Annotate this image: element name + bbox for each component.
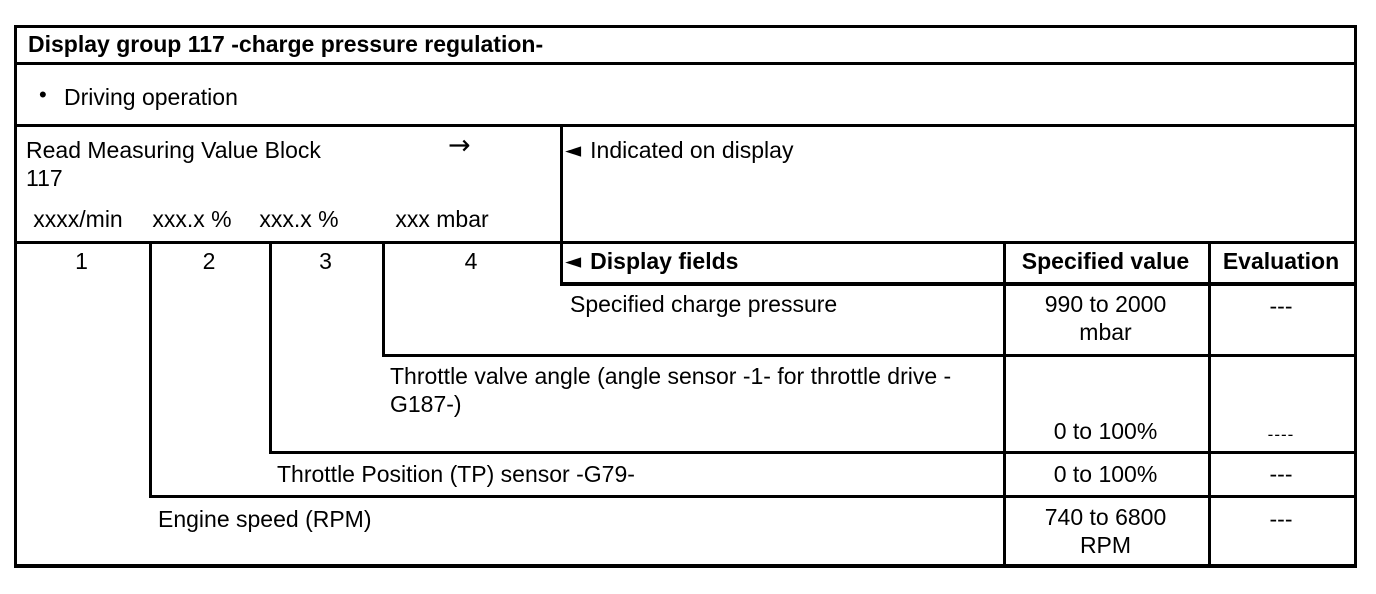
grid-line-col2 bbox=[269, 241, 272, 454]
arrow-right-icon: → bbox=[448, 130, 471, 161]
unit-format-field4: xxx mbar bbox=[395, 206, 489, 232]
indicated-on-display-label: Indicated on display bbox=[590, 137, 794, 163]
triangle-left-icon: ◄ bbox=[565, 249, 582, 273]
unit-format-field3: xxx.x % bbox=[259, 206, 339, 232]
grid-line-col3 bbox=[382, 241, 385, 357]
triangle-left-icon: ◄ bbox=[565, 138, 582, 162]
row-description: Specified charge pressure bbox=[570, 291, 838, 317]
indicated-on-display-cell: ◄ Indicated on display bbox=[565, 136, 793, 164]
row-evaluation: --- bbox=[1269, 506, 1293, 532]
row-description: Throttle Position (TP) sensor -G79- bbox=[277, 461, 635, 487]
specified-value-header: Specified value bbox=[1021, 248, 1190, 274]
evaluation-header: Evaluation bbox=[1222, 248, 1340, 274]
table-outer-border-left bbox=[14, 25, 17, 568]
grid-line bbox=[560, 282, 1357, 286]
display-fields-header-label: Display fields bbox=[590, 248, 739, 274]
row-specified-value: 0 to 100% bbox=[1053, 461, 1158, 487]
display-field-number-3: 3 bbox=[319, 248, 332, 274]
grid-line bbox=[14, 62, 1357, 65]
table-outer-border-top bbox=[14, 25, 1357, 28]
row-evaluation: ---- bbox=[1267, 425, 1295, 444]
grid-line bbox=[14, 241, 1357, 244]
row-specified-value: 740 to 6800 RPM bbox=[1044, 504, 1167, 558]
table-outer-border-bottom bbox=[14, 564, 1357, 568]
row-specified-value: 0 to 100% bbox=[1053, 418, 1158, 444]
unit-format-field1: xxxx/min bbox=[33, 206, 123, 232]
grid-line-evaluation bbox=[1208, 241, 1211, 568]
bullet-icon: • bbox=[39, 82, 47, 107]
grid-line-col1 bbox=[149, 241, 152, 498]
grid-line bbox=[382, 354, 1357, 357]
grid-line bbox=[14, 124, 1357, 127]
grid-line bbox=[269, 451, 1357, 454]
row-evaluation: --- bbox=[1269, 461, 1293, 487]
row-description: Engine speed (RPM) bbox=[158, 506, 372, 532]
display-field-number-2: 2 bbox=[202, 248, 216, 274]
read-measuring-block-instruction: Read Measuring Value Block 117 bbox=[26, 137, 321, 191]
grid-line-col4 bbox=[560, 124, 563, 286]
row-description: Throttle valve angle (angle sensor -1- f… bbox=[390, 363, 952, 417]
grid-line-specified-value bbox=[1003, 241, 1006, 568]
row-specified-value: 990 to 2000 mbar bbox=[1044, 291, 1167, 345]
display-field-number-4: 4 bbox=[464, 248, 478, 274]
page-title: Display group 117 -charge pressure regul… bbox=[28, 31, 544, 57]
table-outer-border-right bbox=[1354, 25, 1357, 568]
unit-format-field2: xxx.x % bbox=[152, 206, 232, 232]
display-field-number-1: 1 bbox=[75, 248, 88, 274]
operating-condition: Driving operation bbox=[64, 84, 238, 110]
display-fields-header: ◄ Display fields bbox=[565, 247, 738, 275]
grid-line bbox=[149, 495, 1357, 498]
row-evaluation: --- bbox=[1269, 293, 1293, 319]
